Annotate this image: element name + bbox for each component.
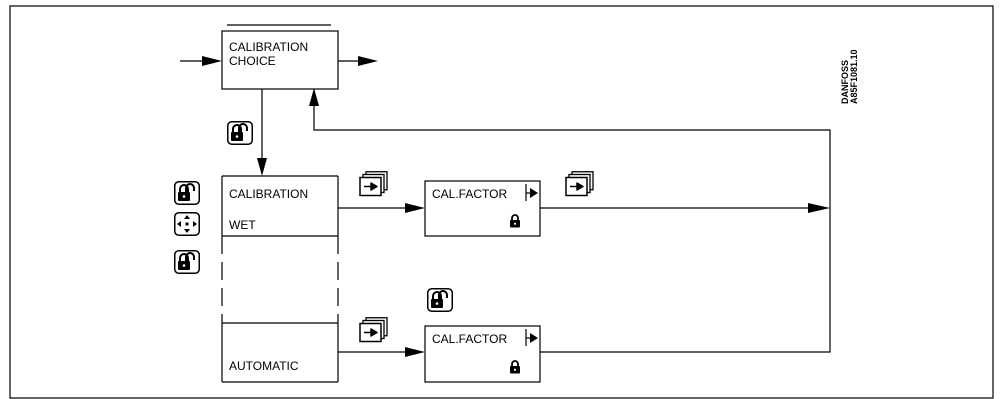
top-output-arrow [540, 203, 830, 213]
return-path [309, 88, 831, 353]
side-label-line2: A85F1081.10 [849, 49, 859, 104]
next-page-icon-2 [565, 171, 594, 197]
cal-factor-label-bottom: CAL.FACTOR [432, 332, 507, 346]
side-label-line1: DANFOSS [840, 60, 850, 104]
automatic-branch-arrow [338, 347, 425, 357]
cal-factor-box-top[interactable]: CAL.FACTOR [424, 180, 541, 237]
cal-factor-label-top: CAL.FACTOR [432, 187, 507, 201]
entry-arrow [180, 56, 222, 66]
next-page-icon [359, 171, 388, 197]
unlock-icon-2 [427, 288, 453, 312]
cal-factor-box-bottom[interactable]: CAL.FACTOR [424, 325, 541, 383]
arrow-keys-icon[interactable] [174, 212, 200, 236]
unlock-key-icon[interactable] [174, 181, 200, 205]
enter-marker-icon [525, 184, 538, 201]
choice-to-menu-arrow [257, 89, 267, 176]
menu-item-automatic: AUTOMATIC [229, 359, 299, 373]
choice-box-line2: CHOICE [229, 54, 276, 68]
unlock-key-icon-2[interactable] [174, 250, 200, 274]
wet-branch-arrow [338, 203, 425, 213]
choice-box-line1: CALIBRATION [229, 40, 308, 54]
exit-arrow [338, 56, 378, 66]
menu-item-wet-line1: CALIBRATION [229, 187, 308, 201]
calibration-menu-box[interactable]: CALIBRATION WET AUTOMATIC [221, 175, 339, 383]
document-code-label: DANFOSS A85F1081.10 [840, 49, 859, 104]
menu-item-wet-line2: WET [229, 218, 256, 232]
unlock-icon [227, 121, 253, 145]
calibration-choice-box[interactable]: CALIBRATION CHOICE [221, 24, 339, 90]
diagram-frame [9, 5, 994, 399]
next-page-icon-3 [359, 317, 388, 343]
enter-marker-icon-2 [525, 329, 538, 346]
